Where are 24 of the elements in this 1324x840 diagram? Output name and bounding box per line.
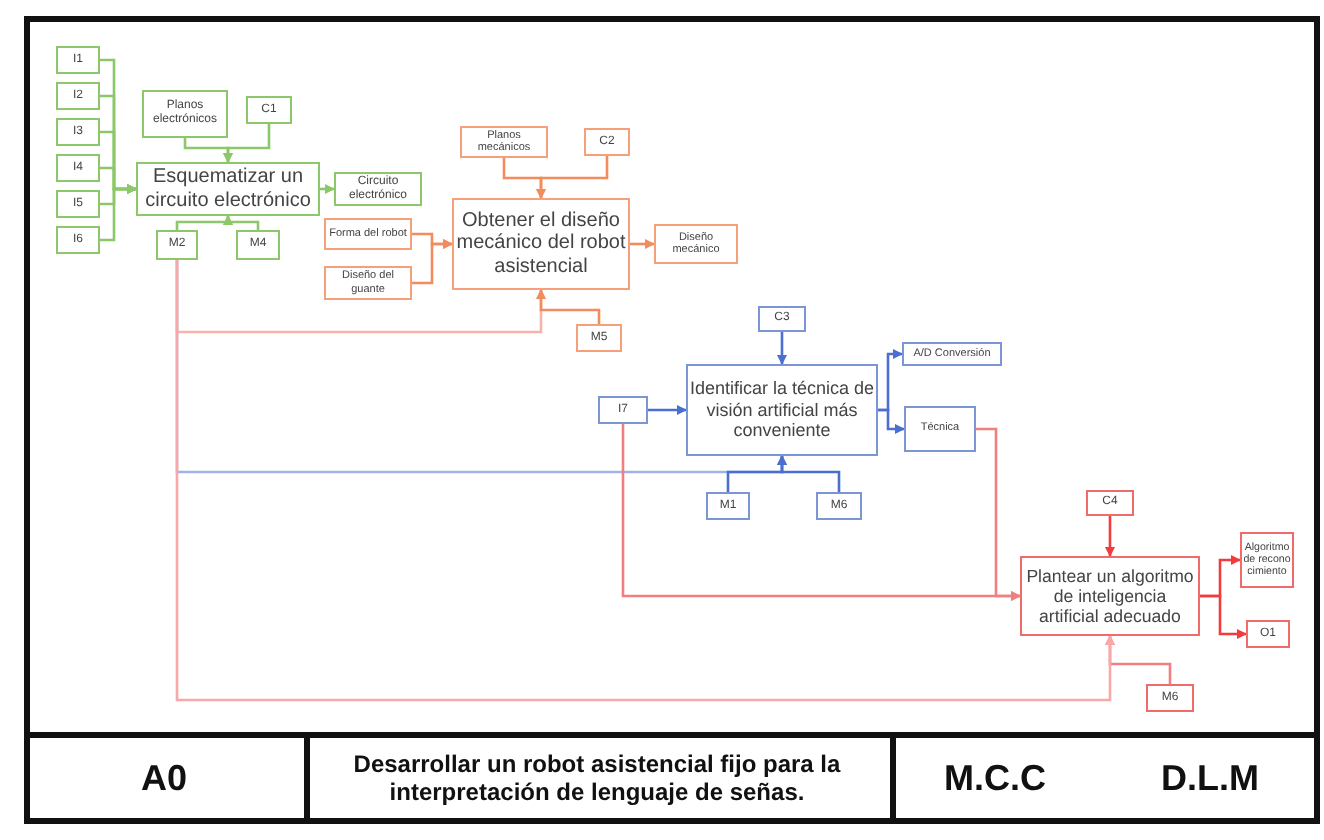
arrow <box>648 404 688 416</box>
arrow <box>776 332 788 366</box>
arrow <box>776 454 841 492</box>
title-block-author: D.L.M <box>1161 757 1259 799</box>
arrow <box>175 260 1116 702</box>
arrow <box>621 424 1022 602</box>
arrow <box>1200 594 1248 640</box>
title-block-code: A0 <box>140 757 187 799</box>
arrow <box>535 156 609 200</box>
title-block-author: M.C.C <box>944 757 1046 799</box>
arrow <box>878 408 906 435</box>
arrow <box>320 183 336 195</box>
arrow <box>1104 516 1116 558</box>
activity-box: Obtener el diseño mecánico del robot asistencial <box>452 198 630 290</box>
arrow <box>222 124 271 164</box>
arrow <box>100 183 138 242</box>
activity-box: Esquematizar un circuito electrónico <box>136 162 320 216</box>
arrow <box>535 288 601 324</box>
arrow <box>630 238 656 250</box>
activity-box: Plantear un algoritmo de inteligencia artificial adecuado <box>1020 556 1200 636</box>
activity-box: Identificar la técnica de visión artificial más conveniente <box>686 364 878 456</box>
title-block-description: Desarrollar un robot asistencial fijo para la interpretación de lenguaje de señas. <box>351 750 843 806</box>
arrow <box>222 214 260 230</box>
arrow <box>412 238 454 285</box>
